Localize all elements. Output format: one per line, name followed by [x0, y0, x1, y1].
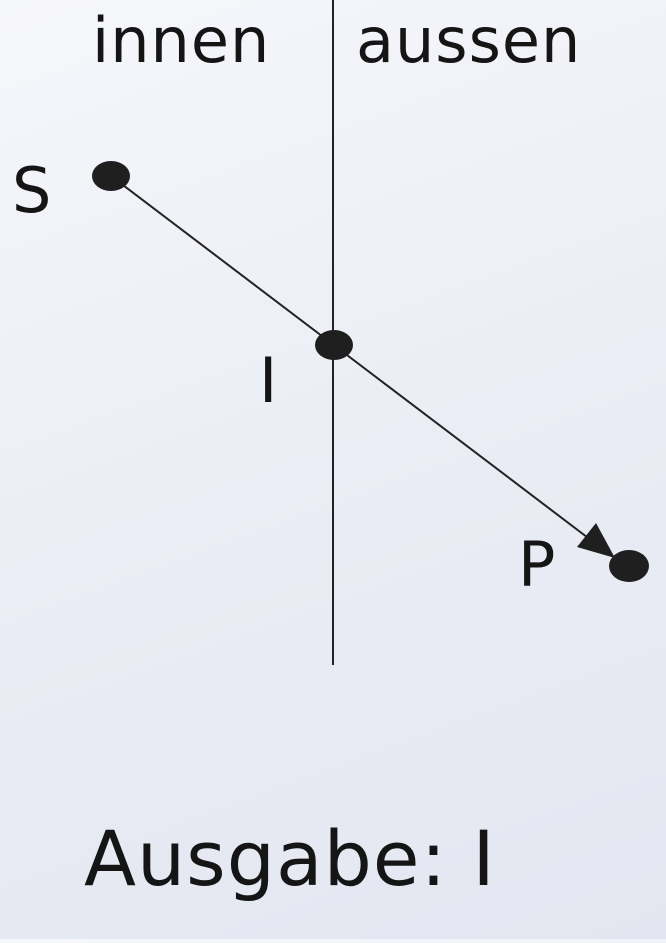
point-p-dot — [609, 550, 649, 582]
point-s-label: S — [12, 154, 52, 227]
ray-line — [110, 175, 605, 551]
output-text: Ausgabe: I — [84, 814, 496, 903]
point-i-label: I — [259, 344, 278, 417]
inside-label: innen — [92, 4, 271, 77]
point-i-dot — [315, 330, 353, 360]
point-s-dot — [92, 161, 130, 191]
point-p-label: P — [518, 528, 556, 601]
output-value: I — [472, 814, 496, 903]
output-prefix: Ausgabe: — [84, 814, 448, 903]
arrow-head-icon — [577, 523, 615, 558]
outside-label: aussen — [356, 4, 582, 77]
